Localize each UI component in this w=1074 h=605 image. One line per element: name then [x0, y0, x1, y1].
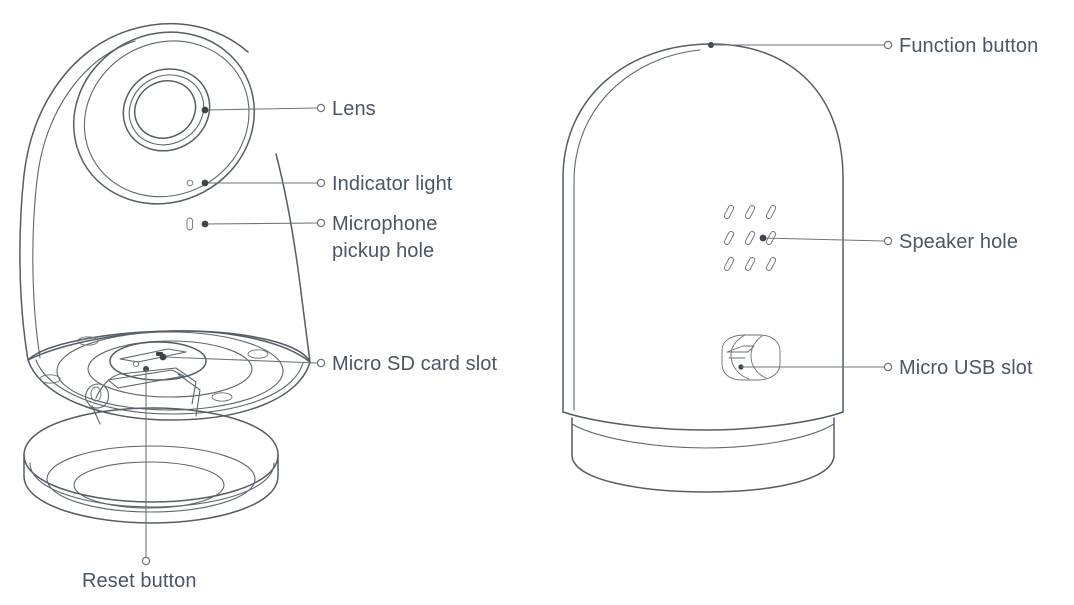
base-hub [109, 341, 207, 381]
camera-base-plate [27, 330, 311, 425]
rear-base-skirt [571, 417, 835, 493]
micro-usb-port [721, 334, 781, 381]
leader-function-button [711, 40, 893, 50]
screw-hole [211, 392, 233, 402]
base-ring-outer [56, 331, 284, 411]
speaker-slot [765, 205, 777, 219]
leader-indicator-light [201, 178, 326, 188]
callout-label-micro-usb-slot: Micro USB slot [899, 357, 1033, 379]
lens-mid-ring [128, 74, 205, 146]
detachable-base-ring [23, 407, 279, 524]
leader-lens [201, 103, 326, 114]
callout-label-microphone-pickup-hole: Microphone pickup hole [332, 213, 438, 262]
base-ring-groove [46, 445, 256, 513]
speaker-slot [765, 231, 777, 245]
speaker-slot [723, 231, 735, 245]
leader-micro-usb-slot [741, 362, 893, 372]
lens-head [72, 31, 256, 205]
swivel-bracket [85, 367, 201, 425]
callout-label-speaker-hole: Speaker hole [899, 231, 1019, 253]
screw-hole [77, 336, 99, 346]
microphone-pickup-hole-slot [186, 217, 193, 231]
lens-outer-ring [122, 68, 211, 152]
callout-leader-lines [141, 40, 893, 566]
base-ring-pad [73, 461, 225, 509]
front-view-illustration [19, 22, 311, 524]
camera-body-outline [19, 22, 311, 363]
screw-hole [39, 374, 61, 384]
callout-label-lens: Lens [332, 98, 376, 120]
callout-label-indicator-light: Indicator light [332, 173, 453, 195]
leader-microphone-pickup-hole [201, 218, 326, 228]
speaker-slot [744, 257, 756, 271]
indicator-light-hole [186, 179, 194, 187]
speaker-slot [723, 205, 735, 219]
lens-glass [134, 80, 197, 139]
speaker-slot [744, 231, 756, 245]
speaker-slot [765, 257, 777, 271]
leader-micro-sd-card-slot [159, 353, 326, 368]
rear-body-outline [562, 43, 844, 431]
rear-view-illustration [562, 42, 844, 493]
callout-label-function-button: Function button [899, 35, 1039, 57]
leader-reset-button [141, 369, 151, 566]
speaker-slot [744, 205, 756, 219]
reset-button-pinhole [132, 360, 140, 368]
micro-sd-card-slot-feature [119, 348, 187, 363]
speaker-slot [723, 257, 735, 271]
callout-label-micro-sd-card-slot: Micro SD card slot [332, 353, 498, 375]
screw-hole [247, 349, 269, 359]
callout-label-reset-button: Reset button [82, 570, 197, 592]
speaker-hole-grid [723, 205, 777, 271]
leader-speaker-hole [759, 234, 893, 246]
base-ring-mid [87, 340, 253, 398]
